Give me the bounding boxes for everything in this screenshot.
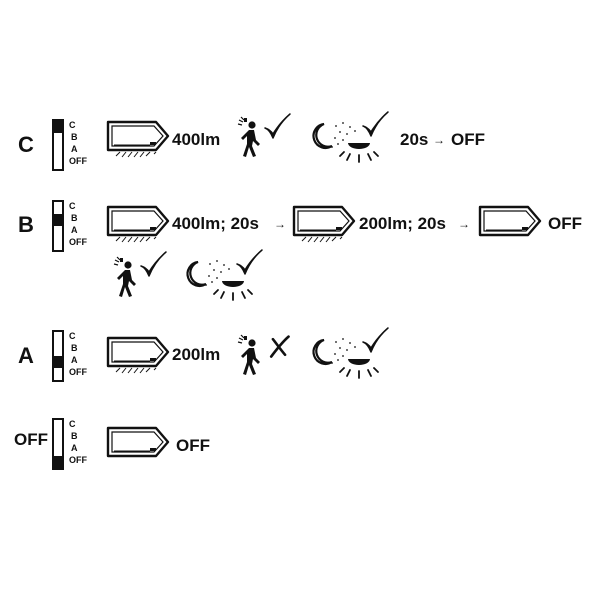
switch-knob xyxy=(54,456,62,468)
checkmark-icon xyxy=(234,248,264,278)
position-label-off: OFF xyxy=(69,455,87,465)
position-label-b: B xyxy=(71,213,78,223)
mode-letter-off: OFF xyxy=(14,430,48,449)
position-label-off: OFF xyxy=(69,367,87,377)
switch-position-labels: C B A OFF xyxy=(69,418,87,466)
arrow-right-icon: → xyxy=(433,133,445,147)
position-label-a: A xyxy=(71,225,78,235)
position-label-a: A xyxy=(71,144,78,154)
position-label-c: C xyxy=(69,120,76,130)
position-label-a: A xyxy=(71,443,78,453)
mode-c-timeout: 20s xyxy=(400,130,429,149)
cross-icon xyxy=(266,334,292,360)
switch-housing xyxy=(52,330,64,382)
light-fixture-icon xyxy=(106,424,170,464)
switch-position-labels: C B A OFF xyxy=(69,330,87,378)
light-fixture-lit-icon xyxy=(292,203,356,243)
mode-a-brightness: 200lm xyxy=(172,345,221,364)
position-label-c: C xyxy=(69,331,76,341)
switch-housing xyxy=(52,418,64,470)
checkmark-icon xyxy=(360,326,390,356)
mode-letter-c: C xyxy=(18,132,34,157)
light-fixture-icon xyxy=(478,203,542,243)
mode-c-after-timeout: OFF xyxy=(451,130,485,149)
checkmark-icon xyxy=(262,112,292,142)
position-label-a: A xyxy=(71,355,78,365)
light-fixture-lit-icon xyxy=(106,118,170,158)
motion-person-icon xyxy=(236,334,266,376)
arrow-right-icon: → xyxy=(274,217,286,231)
switch-position-labels: C B A OFF xyxy=(69,200,87,248)
mode-b-stage3: OFF xyxy=(548,214,582,233)
mode-b-stage2: 200lm; 20s xyxy=(359,214,446,233)
position-label-b: B xyxy=(71,132,78,142)
position-label-c: C xyxy=(69,419,76,429)
light-fixture-lit-icon xyxy=(106,334,170,374)
arrow-right-icon: → xyxy=(458,217,470,231)
switch-housing xyxy=(52,119,64,171)
mode-letter-a: A xyxy=(18,343,34,368)
position-label-b: B xyxy=(71,431,78,441)
mode-c-brightness: 400lm xyxy=(172,130,221,149)
switch-knob xyxy=(54,214,62,226)
checkmark-icon xyxy=(138,250,168,280)
switch-knob xyxy=(54,121,62,133)
checkmark-icon xyxy=(360,110,390,140)
position-label-c: C xyxy=(69,201,76,211)
switch-housing xyxy=(52,200,64,252)
mode-letter-b: B xyxy=(18,212,34,237)
light-fixture-lit-icon xyxy=(106,203,170,243)
position-label-off: OFF xyxy=(69,237,87,247)
position-label-off: OFF xyxy=(69,156,87,166)
switch-position-labels: C B A OFF xyxy=(69,119,87,167)
mode-b-stage1: 400lm; 20s xyxy=(172,214,259,233)
position-label-b: B xyxy=(71,343,78,353)
switch-knob xyxy=(54,356,62,368)
mode-off-result: OFF xyxy=(176,436,210,455)
